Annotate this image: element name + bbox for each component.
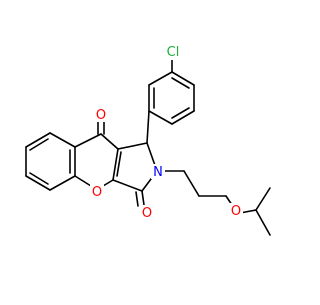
- bond: [183, 170, 200, 197]
- molecule-structure: Cl O O O N O: [25, 44, 271, 236]
- bond: [141, 190, 145, 206]
- bond: [171, 107, 190, 119]
- nitrogen-label: N: [153, 165, 163, 180]
- label-bg: [90, 184, 104, 199]
- bond: [171, 71, 195, 86]
- label-bg: [163, 44, 183, 60]
- carbonyl-oxygen-bottom-label: O: [142, 206, 152, 221]
- bond: [148, 110, 173, 125]
- bond: [255, 187, 271, 211]
- bond: [49, 132, 76, 148]
- bond: [116, 151, 122, 177]
- atom-labels: Cl O O O N O: [90, 44, 243, 221]
- bond: [112, 179, 143, 192]
- bond: [171, 77, 190, 89]
- structure-canvas: Cl O O O N O: [25, 44, 271, 236]
- bond: [25, 132, 51, 148]
- bond: [171, 110, 195, 125]
- carbonyl-oxygen-top-label: O: [96, 108, 106, 123]
- bond: [25, 175, 51, 191]
- bond: [29, 172, 49, 185]
- bond: [74, 175, 92, 187]
- bond: [146, 110, 150, 144]
- bond: [148, 71, 173, 86]
- bond: [29, 138, 49, 151]
- bond: [117, 142, 148, 150]
- label-bg: [229, 203, 243, 218]
- label-bg: [94, 107, 108, 122]
- bond: [135, 191, 139, 207]
- bond: [49, 175, 76, 191]
- bond: [74, 133, 102, 148]
- bond: [255, 209, 271, 236]
- ring-oxygen-label: O: [92, 185, 102, 200]
- label-bg: [140, 205, 154, 220]
- label-bg: [151, 164, 165, 179]
- chlorine-label: Cl: [167, 45, 180, 60]
- ether-oxygen-label: O: [231, 204, 241, 219]
- bond: [102, 179, 114, 187]
- bond: [112, 148, 119, 181]
- bond: [100, 133, 119, 150]
